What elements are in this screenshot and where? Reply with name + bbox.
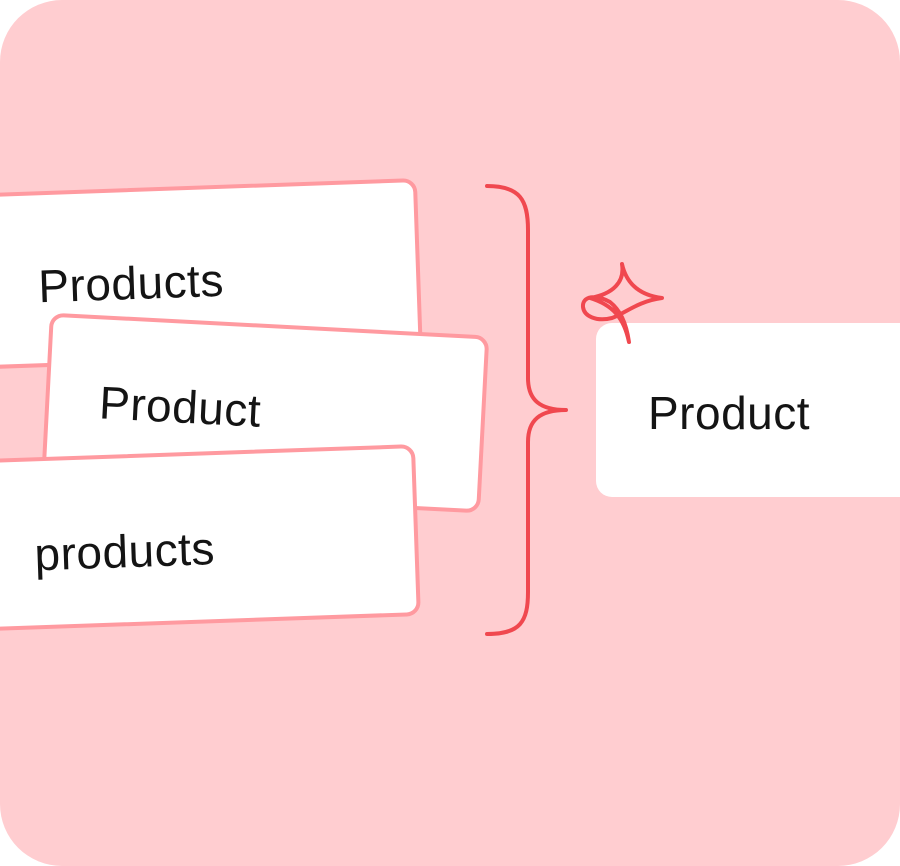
input-card-label: products [33,522,216,581]
output-card: Product [596,323,900,497]
input-card-label: Products [37,253,225,313]
output-card-label: Product [648,387,811,439]
curly-brace-icon [485,184,568,636]
input-card-label: Product [97,376,263,437]
input-card-products-lowercase: products [0,444,421,632]
